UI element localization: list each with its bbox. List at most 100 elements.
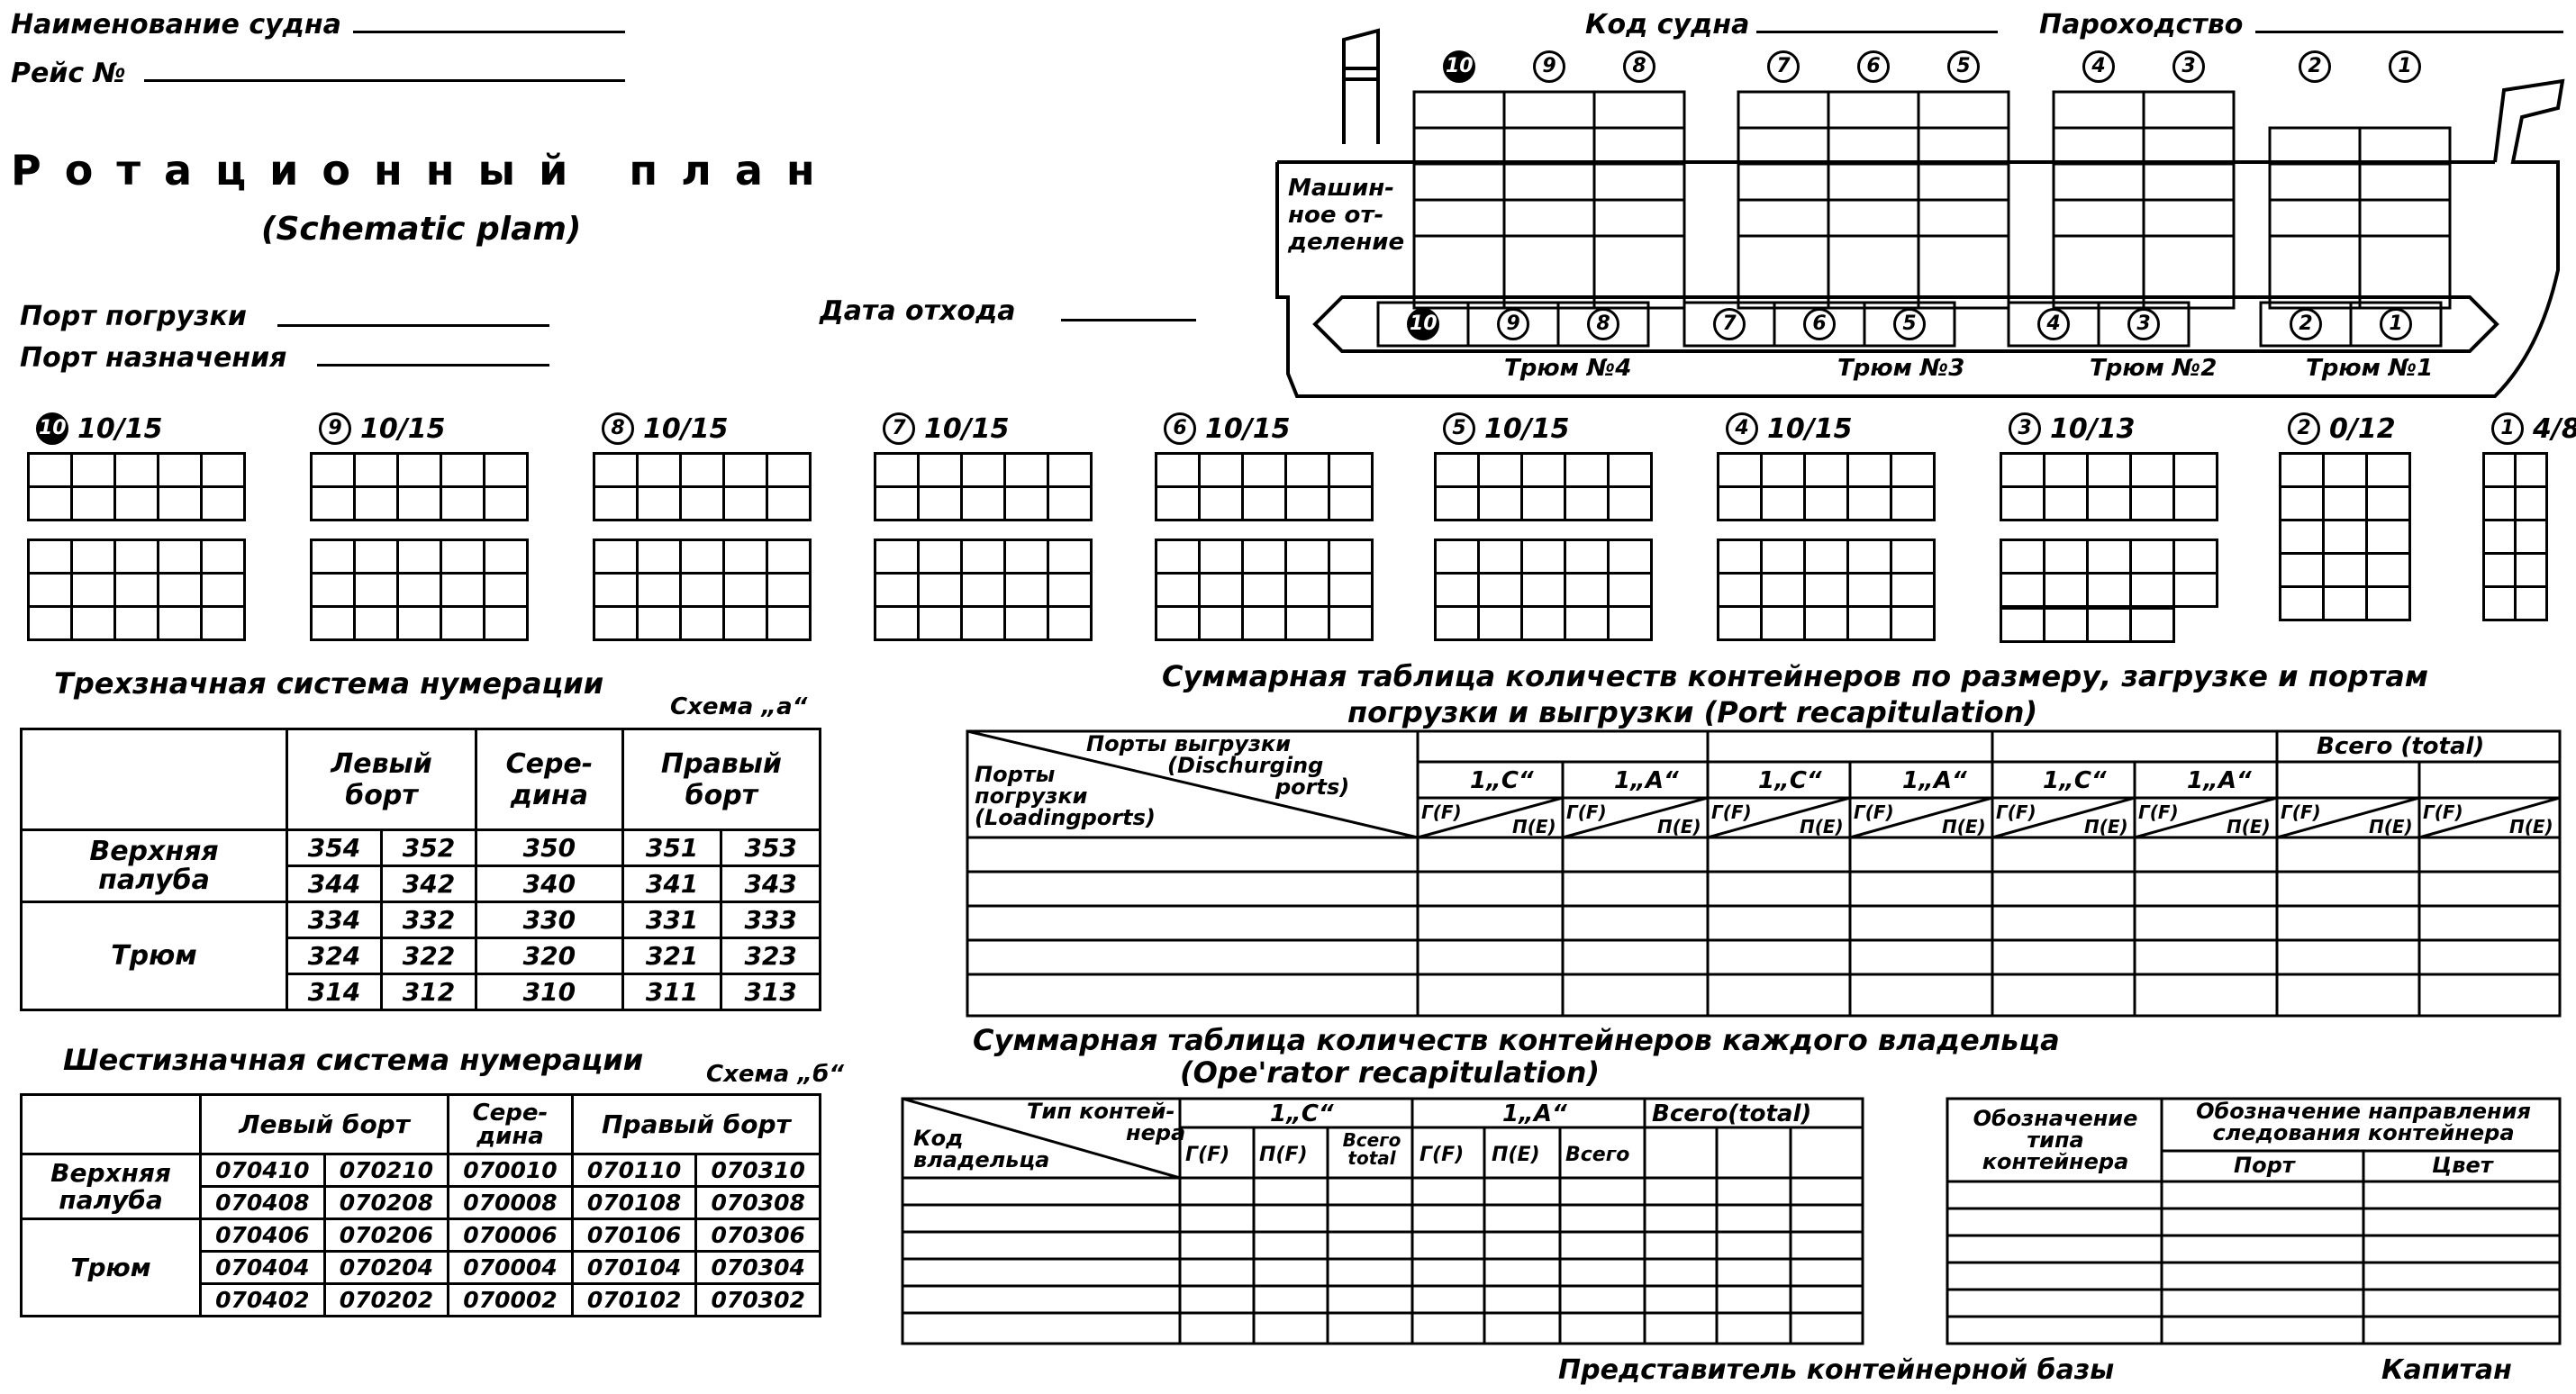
slot-cell[interactable] [1155,539,1201,575]
slot-cell[interactable] [27,452,73,488]
slot-cell[interactable] [1003,485,1049,521]
slot-cell[interactable] [1803,605,1849,641]
slot-cell[interactable] [960,605,1006,641]
slot-cell[interactable] [1477,539,1523,575]
slot-cell[interactable] [917,572,963,608]
slot-cell[interactable] [1477,605,1523,641]
slot-cell[interactable] [2172,452,2218,488]
voyage-field[interactable] [144,79,625,82]
slot-cell[interactable] [483,452,529,488]
slot-cell[interactable] [1047,605,1093,641]
slot-cell[interactable] [1760,605,1806,641]
slot-cell[interactable] [2514,552,2548,588]
slot-cell[interactable] [1198,485,1244,521]
slot-cell[interactable] [636,452,682,488]
slot-cell[interactable] [2000,485,2045,521]
slot-cell[interactable] [27,485,73,521]
slot-cell[interactable] [113,572,159,608]
slot-cell[interactable] [1564,539,1610,575]
slot-cell[interactable] [1328,485,1374,521]
slot-cell[interactable] [200,539,246,575]
slot-cell[interactable] [1803,485,1849,521]
slot-cell[interactable] [1846,539,1892,575]
slot-cell[interactable] [353,539,399,575]
slot-cell[interactable] [1155,572,1201,608]
slot-cell[interactable] [1328,605,1374,641]
slot-cell[interactable] [2129,607,2175,643]
slot-cell[interactable] [1003,452,1049,488]
slot-cell[interactable] [766,539,812,575]
slot-cell[interactable] [874,452,920,488]
slot-cell[interactable] [200,452,246,488]
slot-cell[interactable] [2365,452,2411,488]
slot-cell[interactable] [353,485,399,521]
vessel-name-field[interactable] [353,31,625,33]
slot-cell[interactable] [1717,539,1763,575]
slot-cell[interactable] [636,572,682,608]
slot-cell[interactable] [1564,572,1610,608]
slot-cell[interactable] [679,539,725,575]
slot-cell[interactable] [1607,572,1653,608]
slot-cell[interactable] [396,485,442,521]
slot-cell[interactable] [1155,452,1201,488]
slot-cell[interactable] [396,539,442,575]
slot-cell[interactable] [1803,539,1849,575]
slot-cell[interactable] [917,539,963,575]
slot-cell[interactable] [2514,585,2548,621]
slot-cell[interactable] [2172,485,2218,521]
slot-cell[interactable] [157,572,203,608]
slot-cell[interactable] [722,572,768,608]
slot-cell[interactable] [2365,585,2411,621]
slot-cell[interactable] [157,605,203,641]
slot-cell[interactable] [157,485,203,521]
slot-cell[interactable] [593,539,639,575]
slot-cell[interactable] [593,485,639,521]
slot-cell[interactable] [27,572,73,608]
slot-cell[interactable] [679,452,725,488]
slot-cell[interactable] [722,539,768,575]
slot-cell[interactable] [2482,485,2517,521]
slot-cell[interactable] [440,539,485,575]
slot-cell[interactable] [2482,552,2517,588]
slot-cell[interactable] [1434,605,1480,641]
slot-cell[interactable] [440,605,485,641]
slot-cell[interactable] [960,452,1006,488]
slot-cell[interactable] [157,539,203,575]
slot-cell[interactable] [636,605,682,641]
slot-cell[interactable] [483,485,529,521]
slot-cell[interactable] [2086,572,2132,608]
slot-cell[interactable] [396,452,442,488]
slot-cell[interactable] [1241,605,1287,641]
slot-cell[interactable] [353,605,399,641]
slot-cell[interactable] [1284,485,1330,521]
slot-cell[interactable] [2279,519,2325,555]
slot-cell[interactable] [2086,607,2132,643]
slot-cell[interactable] [1607,452,1653,488]
slot-cell[interactable] [200,572,246,608]
slot-cell[interactable] [2043,607,2089,643]
slot-cell[interactable] [2000,572,2045,608]
slot-cell[interactable] [1198,572,1244,608]
slot-cell[interactable] [483,539,529,575]
slot-cell[interactable] [1434,572,1480,608]
slot-cell[interactable] [1047,485,1093,521]
slot-cell[interactable] [27,605,73,641]
slot-cell[interactable] [396,605,442,641]
slot-cell[interactable] [1284,605,1330,641]
slot-cell[interactable] [1328,572,1374,608]
slot-cell[interactable] [593,605,639,641]
slot-cell[interactable] [1241,485,1287,521]
slot-cell[interactable] [1760,539,1806,575]
slot-cell[interactable] [2365,485,2411,521]
slot-cell[interactable] [766,452,812,488]
slot-cell[interactable] [113,539,159,575]
departure-date-field[interactable] [1061,319,1196,321]
slot-cell[interactable] [2129,485,2175,521]
slot-cell[interactable] [1241,572,1287,608]
slot-cell[interactable] [1198,605,1244,641]
slot-cell[interactable] [636,539,682,575]
slot-cell[interactable] [1520,452,1566,488]
slot-cell[interactable] [1284,539,1330,575]
slot-cell[interactable] [1890,539,1936,575]
slot-cell[interactable] [2365,519,2411,555]
